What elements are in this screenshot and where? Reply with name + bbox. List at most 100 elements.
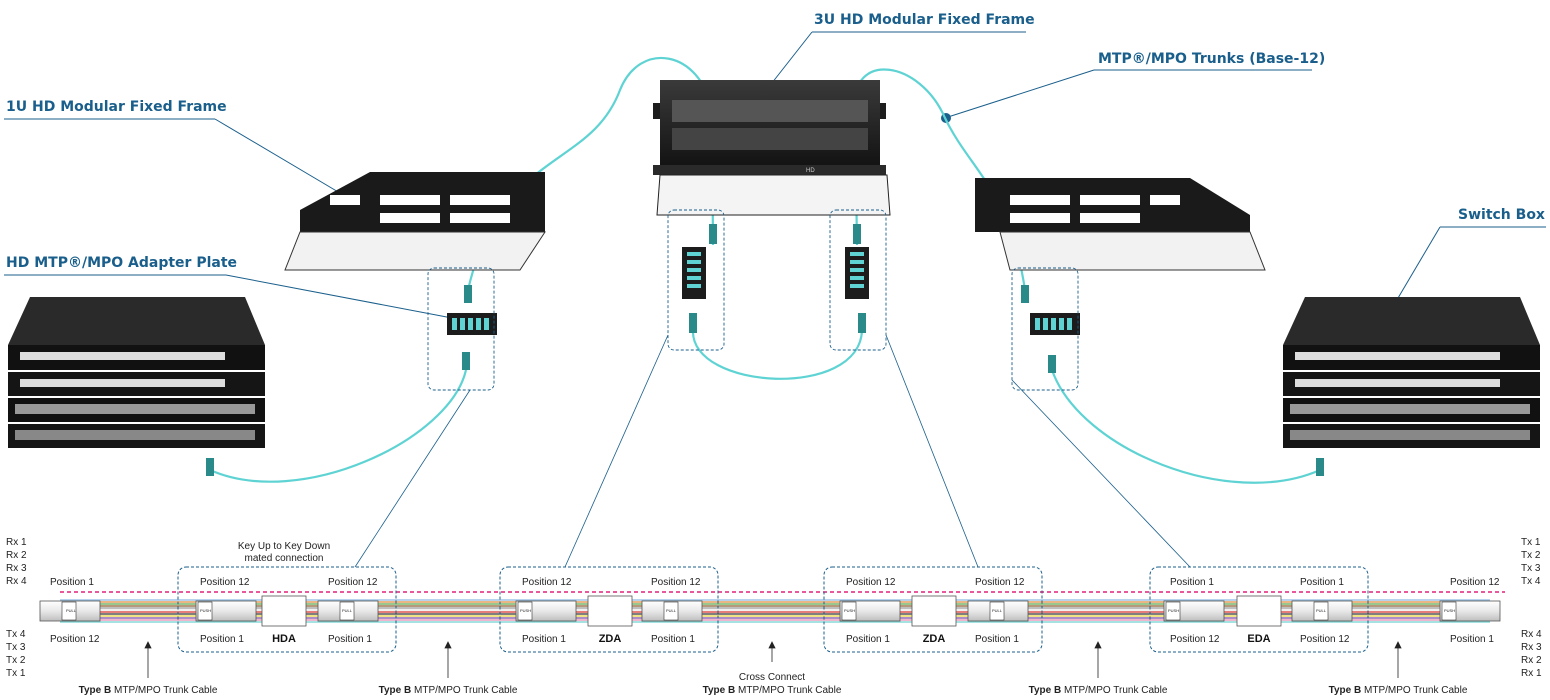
position-label: Position 1 xyxy=(975,634,1019,645)
callout-adapter-plate-label: HD MTP®/MPO Adapter Plate xyxy=(6,255,237,271)
position-label: Position 1 xyxy=(200,634,244,645)
connector-label: PULL xyxy=(342,608,353,613)
device-logo: HD xyxy=(806,168,815,174)
fiber-label: Rx 2 xyxy=(1521,655,1542,666)
position-label: Position 12 xyxy=(200,577,250,588)
position-label: Position 12 xyxy=(651,577,701,588)
fiber-label: Tx 1 xyxy=(1521,537,1541,548)
switch-right xyxy=(1283,297,1540,448)
adapter-eda xyxy=(1236,595,1282,627)
cable-labels: Type B MTP/MPO Trunk Cable Type B MTP/MP… xyxy=(79,685,1468,696)
fiber-label: Tx 3 xyxy=(1521,563,1541,574)
connector: PUSH xyxy=(1439,600,1501,622)
callout-3u-frame-label: 3U HD Modular Fixed Frame xyxy=(814,12,1035,28)
position-label: Position 1 xyxy=(328,634,372,645)
key-note-line2: mated connection xyxy=(245,553,324,564)
fiber-label: Rx 2 xyxy=(6,550,27,561)
position-label: Position 12 xyxy=(522,577,572,588)
location-boxes xyxy=(177,566,1369,653)
position-label: Position 12 xyxy=(1170,634,1220,645)
frame-3u: HD xyxy=(653,80,891,216)
connector: PULL xyxy=(641,600,703,622)
cable-label: Type B MTP/MPO Trunk Cable xyxy=(703,685,842,696)
cross-connect-label: Cross Connect xyxy=(739,672,805,683)
connector: PUSH xyxy=(1163,600,1225,622)
callout-adapter-plate: HD MTP®/MPO Adapter Plate xyxy=(4,255,460,325)
fiber-label: Tx 3 xyxy=(6,642,26,653)
fiber-labels: Rx 1 Rx 2 Rx 3 Rx 4 Tx 4 Tx 3 Tx 2 Tx 1 … xyxy=(6,537,1542,679)
connector-label: PULL xyxy=(992,608,1003,613)
adapter-plate-3u-left xyxy=(682,247,706,299)
fiber-label: Rx 3 xyxy=(1521,642,1542,653)
connector-label: PUSH xyxy=(520,608,531,613)
connector-label: PUSH xyxy=(200,608,211,613)
connector-label: PUSH xyxy=(844,608,855,613)
position-label: Position 1 xyxy=(846,634,890,645)
position-label: Position 12 xyxy=(1450,577,1500,588)
cable-label: Type B MTP/MPO Trunk Cable xyxy=(1329,685,1468,696)
adapter-plate-left xyxy=(447,313,497,335)
adapter-zda-1 xyxy=(587,595,633,627)
detail-boxes-top xyxy=(427,209,1079,391)
adapter-plate-3u-right xyxy=(845,247,869,299)
connector-label: PULL xyxy=(66,608,77,613)
mtp-adapters xyxy=(261,595,1282,627)
adapter-plate-right xyxy=(1030,313,1080,335)
position-label: Position 12 xyxy=(50,634,100,645)
location-label-zda: ZDA xyxy=(923,633,946,645)
adapter-hda xyxy=(261,595,307,627)
connector: PULL xyxy=(967,600,1029,622)
fiber-label: Rx 4 xyxy=(1521,629,1542,640)
connector: PUSH xyxy=(839,600,901,622)
position-label: Position 12 xyxy=(1300,634,1350,645)
location-label-zda: ZDA xyxy=(599,633,622,645)
connector-label: PUSH xyxy=(1168,608,1179,613)
position-label: Position 1 xyxy=(1450,634,1494,645)
fiber-label: Rx 1 xyxy=(1521,668,1542,679)
mtp-connectors: PULL PUSH PULL PUSH PULL xyxy=(39,600,1501,622)
fiber-label: Rx 1 xyxy=(6,537,27,548)
position-label: Position 12 xyxy=(846,577,896,588)
position-label: Position 1 xyxy=(1300,577,1344,588)
fiber-label: Tx 1 xyxy=(6,668,26,679)
adapter-zda-2 xyxy=(911,595,957,627)
callout-mtp-trunks-label: MTP®/MPO Trunks (Base-12) xyxy=(1098,51,1325,67)
fiber-label: Rx 4 xyxy=(6,576,27,587)
cable-label: Type B MTP/MPO Trunk Cable xyxy=(79,685,218,696)
fiber-label: Tx 4 xyxy=(1521,576,1541,587)
schematic: PULL PUSH PULL PUSH PULL xyxy=(6,537,1542,696)
cable-connectors xyxy=(206,224,1324,476)
leader-lines xyxy=(354,334,1191,568)
callout-mtp-trunks: MTP®/MPO Trunks (Base-12) xyxy=(941,51,1325,123)
pointer-arrows xyxy=(144,641,1402,678)
connector-label: PULL xyxy=(1316,608,1327,613)
key-note-line1: Key Up to Key Down xyxy=(238,541,330,552)
frame-1u-left xyxy=(284,172,546,271)
patch-cable-right xyxy=(1050,369,1321,484)
connector-label: PULL xyxy=(666,608,677,613)
patch-cable-left xyxy=(209,369,468,483)
position-label: Position 1 xyxy=(651,634,695,645)
fiber-label: Tx 2 xyxy=(6,655,26,666)
fiber-label: Tx 4 xyxy=(6,629,26,640)
connector: PUSH xyxy=(515,600,577,622)
connector: PULL xyxy=(1291,600,1353,622)
frame-1u-right xyxy=(975,178,1266,271)
position-labels: Position 1 Position 12 Position 12 Posit… xyxy=(50,577,1500,645)
cable-label: Type B MTP/MPO Trunk Cable xyxy=(1029,685,1168,696)
fiber-label: Rx 3 xyxy=(6,563,27,574)
position-label: Position 12 xyxy=(328,577,378,588)
connector-label: PUSH xyxy=(1444,608,1455,613)
position-label: Position 12 xyxy=(975,577,1025,588)
position-label: Position 1 xyxy=(1170,577,1214,588)
callout-switch-box-label: Switch Box xyxy=(1458,207,1545,223)
connector: PULL xyxy=(39,600,101,622)
callout-1u-frame: 1U HD Modular Fixed Frame xyxy=(4,99,352,203)
connector: PUSH xyxy=(195,600,257,622)
location-label-eda: EDA xyxy=(1247,633,1270,645)
callout-1u-frame-label: 1U HD Modular Fixed Frame xyxy=(6,99,227,115)
location-label-hda: HDA xyxy=(272,633,296,645)
cable-label: Type B MTP/MPO Trunk Cable xyxy=(379,685,518,696)
position-label: Position 1 xyxy=(522,634,566,645)
